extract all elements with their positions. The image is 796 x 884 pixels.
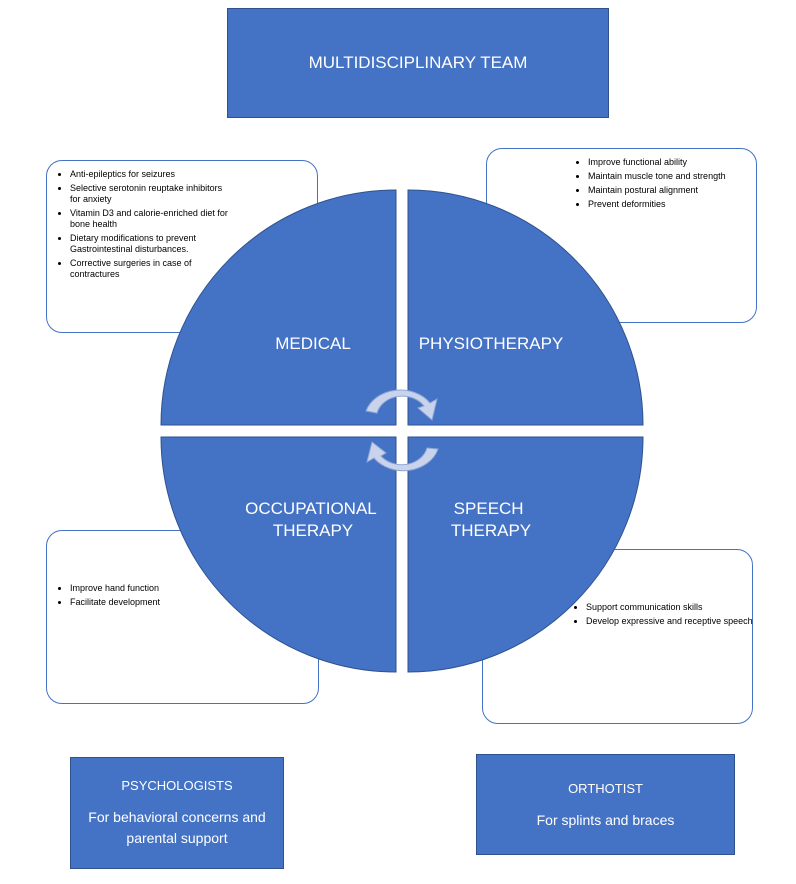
occupational-label-line-2: THERAPY [273,521,353,540]
psychologists-box: PSYCHOLOGISTS For behavioral concerns an… [70,757,284,869]
note-item: Selective serotonin reuptake inhibitors … [70,183,235,205]
speech-label-line-1: SPEECH [454,499,524,518]
note-item: Maintain postural alignment [588,185,758,196]
note-item: Anti-epileptics for seizures [70,169,235,180]
medical-label: MEDICAL [275,334,351,353]
speech-quadrant [407,436,644,673]
note-item: Prevent deformities [588,199,758,210]
note-item: Corrective surgeries in case of contract… [70,258,235,280]
note-item: Dietary modifications to prevent Gastroi… [70,233,235,255]
physiotherapy-quadrant [407,189,644,426]
occupational-notes-list: Improve hand functionFacilitate developm… [57,583,230,608]
note-item: Support communication skills [586,602,754,613]
note-item: Develop expressive and receptive speech [586,616,754,627]
note-item: Vitamin D3 and calorie-enriched diet for… [70,208,235,230]
occupational-quadrant [160,436,397,673]
occupational-label: OCCUPATIONAL THERAPY [245,499,381,540]
speech-notes-list: Support communication skillsDevelop expr… [573,602,754,627]
orthotist-text: For splints and braces [536,812,675,828]
speech-label-line-2: THERAPY [451,521,531,540]
note-item: Maintain muscle tone and strength [588,171,758,182]
orthotist-box: ORTHOTIST For splints and braces [476,754,735,855]
note-item: Facilitate development [70,597,230,608]
diagram-title: MULTIDISCIPLINARY TEAM [308,53,528,72]
title-box: MULTIDISCIPLINARY TEAM [227,8,609,118]
cycle-arrow-top-icon [365,389,438,421]
speech-label: SPEECH THERAPY [451,499,531,540]
medical-label-line: MEDICAL [275,334,351,353]
physiotherapy-label: PHYSIOTHERAPY [419,334,564,353]
orthotist-heading: ORTHOTIST [568,781,643,796]
note-item: Improve hand function [70,583,230,594]
medical-quadrant [160,189,397,426]
cycle-arrow-bottom-icon [366,441,439,472]
physiotherapy-label-line: PHYSIOTHERAPY [419,334,564,353]
occupational-label-line-1: OCCUPATIONAL [245,499,376,518]
psychologists-heading: PSYCHOLOGISTS [121,777,233,793]
psychologists-text: For behavioral concerns and parental sup… [88,808,266,846]
physiotherapy-notes-list: Improve functional abilityMaintain muscl… [575,157,758,210]
medical-notes-list: Anti-epileptics for seizuresSelective se… [57,169,235,280]
note-item: Improve functional ability [588,157,758,168]
